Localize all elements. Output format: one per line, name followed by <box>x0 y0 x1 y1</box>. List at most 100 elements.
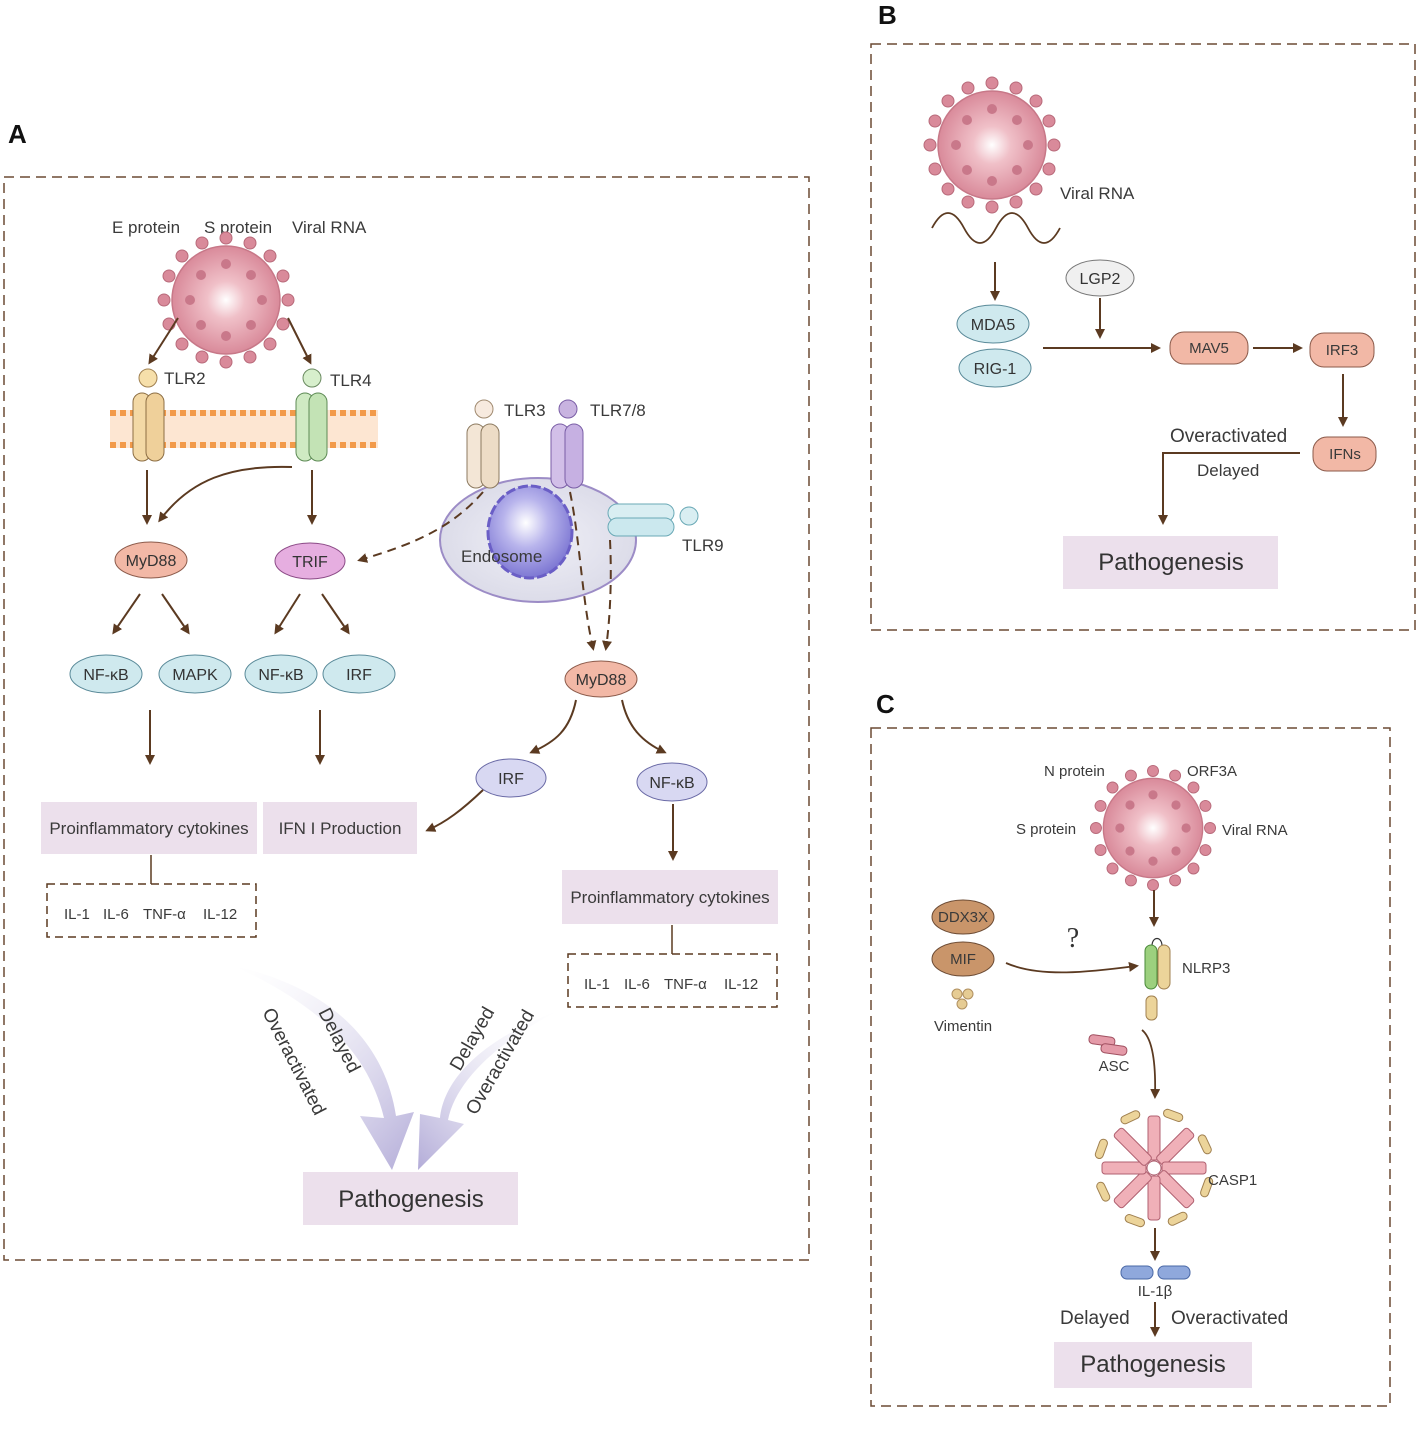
proinflammatory-right-label: Proinflammatory cytokines <box>570 888 769 907</box>
il1b-label: IL-1β <box>1138 1283 1173 1300</box>
arrow-myd88-nfkb <box>621 699 667 754</box>
arrow-myd88-mapk <box>161 593 190 635</box>
asc-label: ASC <box>1099 1058 1130 1075</box>
endosome-label: Endosome <box>461 547 542 566</box>
s-protein-label: S protein <box>204 218 272 237</box>
tlr78-label: TLR7/8 <box>590 401 646 420</box>
viral-rna-b-label: Viral RNA <box>1060 184 1135 203</box>
pathogenesis-a-label: Pathogenesis <box>338 1186 483 1213</box>
trif-node <box>274 542 346 580</box>
panel-b: B Viral RNA LGP2 MDA5 RIG-1 MAV5 IRF3 IF… <box>870 0 1416 631</box>
panel-a: A E protein S protein Viral RNA TLR2 TLR… <box>3 119 810 1261</box>
arrow-virus-tlr2 <box>148 317 179 365</box>
mif-label: MIF <box>950 951 976 968</box>
overactivated-b-label: Overactivated <box>1170 426 1287 447</box>
arrow-myd88-nfkb <box>112 593 141 635</box>
arrow-tlr4-myd88 <box>158 465 293 523</box>
rig1-label: RIG-1 <box>974 361 1017 378</box>
nlrp3-icon <box>1144 937 1171 1021</box>
cytokines-left-box <box>46 883 257 938</box>
nfkb-3-node <box>636 762 708 802</box>
question-mark: ? <box>1067 923 1079 954</box>
big-arrow-right <box>418 1010 560 1170</box>
arrow-myd88-irf <box>529 699 577 754</box>
cytokine-right-3: IL-12 <box>724 976 758 993</box>
panel-c: C N protein ORF3A S protein Viral RNA DD… <box>870 689 1391 1407</box>
arrow-nlrp3-casp1 <box>1141 1029 1161 1099</box>
arrow-trif-irf <box>321 593 350 635</box>
arrow-tlr3-trif <box>357 491 484 563</box>
ifn-production-label: IFN I Production <box>279 819 402 838</box>
ifn-production-box <box>263 802 417 854</box>
lgp2-label: LGP2 <box>1080 271 1121 288</box>
tlr3-receptor <box>466 399 500 489</box>
big-arrow-left <box>234 966 414 1170</box>
tlr2-receptor <box>132 368 165 462</box>
cytokine-right-0: IL-1 <box>584 976 610 993</box>
tlr4-label: TLR4 <box>330 371 372 390</box>
nlrp3-label: NLRP3 <box>1182 960 1230 977</box>
ddx3x-node <box>931 899 995 935</box>
panel-c-border <box>870 727 1391 1407</box>
tlr2-label: TLR2 <box>164 369 206 388</box>
mav5-node <box>1169 331 1249 365</box>
myd88-left-node <box>114 541 188 579</box>
irf3-label: IRF3 <box>1326 342 1359 359</box>
casp1-label: CASP1 <box>1208 1172 1257 1189</box>
panel-a-border <box>3 176 810 1261</box>
cytokine-right-2: TNF-α <box>664 976 707 993</box>
irf3-node <box>1309 332 1375 368</box>
mapk-node <box>158 654 232 694</box>
mav5-label: MAV5 <box>1189 340 1229 357</box>
panel-a-letter: A <box>8 119 27 149</box>
virus-c-icon <box>1089 764 1217 892</box>
delayed-c-label: Delayed <box>1060 1308 1130 1329</box>
panel-c-letter: C <box>876 689 895 719</box>
s-protein-c-label: S protein <box>1016 821 1076 838</box>
nfkb-2-label: NF-κB <box>258 667 303 684</box>
pathogenesis-b-box <box>1063 536 1278 589</box>
rig1-node <box>958 348 1032 388</box>
arrow-trif-nfkb <box>274 593 301 635</box>
arrow-virus-tlr4 <box>287 317 312 365</box>
cytokine-left-0: IL-1 <box>64 906 90 923</box>
arrow-tlr9-myd88 <box>602 539 612 651</box>
vimentin-icon <box>951 988 974 1010</box>
ifns-node <box>1312 436 1377 472</box>
cytokines-right-box <box>567 953 778 1008</box>
pathogenesis-a-box <box>303 1172 518 1225</box>
viral-rna-label: Viral RNA <box>292 218 367 237</box>
nfkb-1-label: NF-κB <box>83 667 128 684</box>
pathogenesis-c-box <box>1054 1342 1252 1388</box>
arrow-tlr78-myd88 <box>569 491 597 651</box>
e-protein-label: E protein <box>112 218 180 237</box>
delayed-b-label: Delayed <box>1197 461 1259 480</box>
irf-1-label: IRF <box>346 667 372 684</box>
pathogenesis-b-label: Pathogenesis <box>1098 549 1243 576</box>
myd88-left-label: MyD88 <box>126 553 177 570</box>
proinflammatory-left-label: Proinflammatory cytokines <box>49 819 248 838</box>
vimentin-label: Vimentin <box>934 1018 992 1035</box>
irf-1-node <box>322 654 396 694</box>
irf-2-node <box>475 758 547 798</box>
myd88-right-label: MyD88 <box>576 672 627 689</box>
nfkb-2-node <box>244 654 318 694</box>
orf3a-label: ORF3A <box>1187 763 1237 780</box>
ddx3x-label: DDX3X <box>938 909 988 926</box>
virus-icon <box>157 231 295 369</box>
cytokine-left-2: TNF-α <box>143 906 186 923</box>
tlr4-receptor <box>295 368 328 462</box>
virus-b-icon <box>923 76 1061 214</box>
tlr3-label: TLR3 <box>504 401 546 420</box>
il1b-icon <box>1120 1265 1191 1280</box>
arrow-irf-ifn <box>425 789 484 832</box>
cytokine-left-3: IL-12 <box>203 906 237 923</box>
mif-node <box>931 941 995 977</box>
arrow-mif-nlrp3 <box>1005 961 1139 974</box>
endosome <box>439 477 637 603</box>
viral-rna-c-label: Viral RNA <box>1222 822 1288 839</box>
nfkb-3-label: NF-κB <box>649 775 694 792</box>
tlr9-label: TLR9 <box>682 536 724 555</box>
irf-2-label: IRF <box>498 771 524 788</box>
